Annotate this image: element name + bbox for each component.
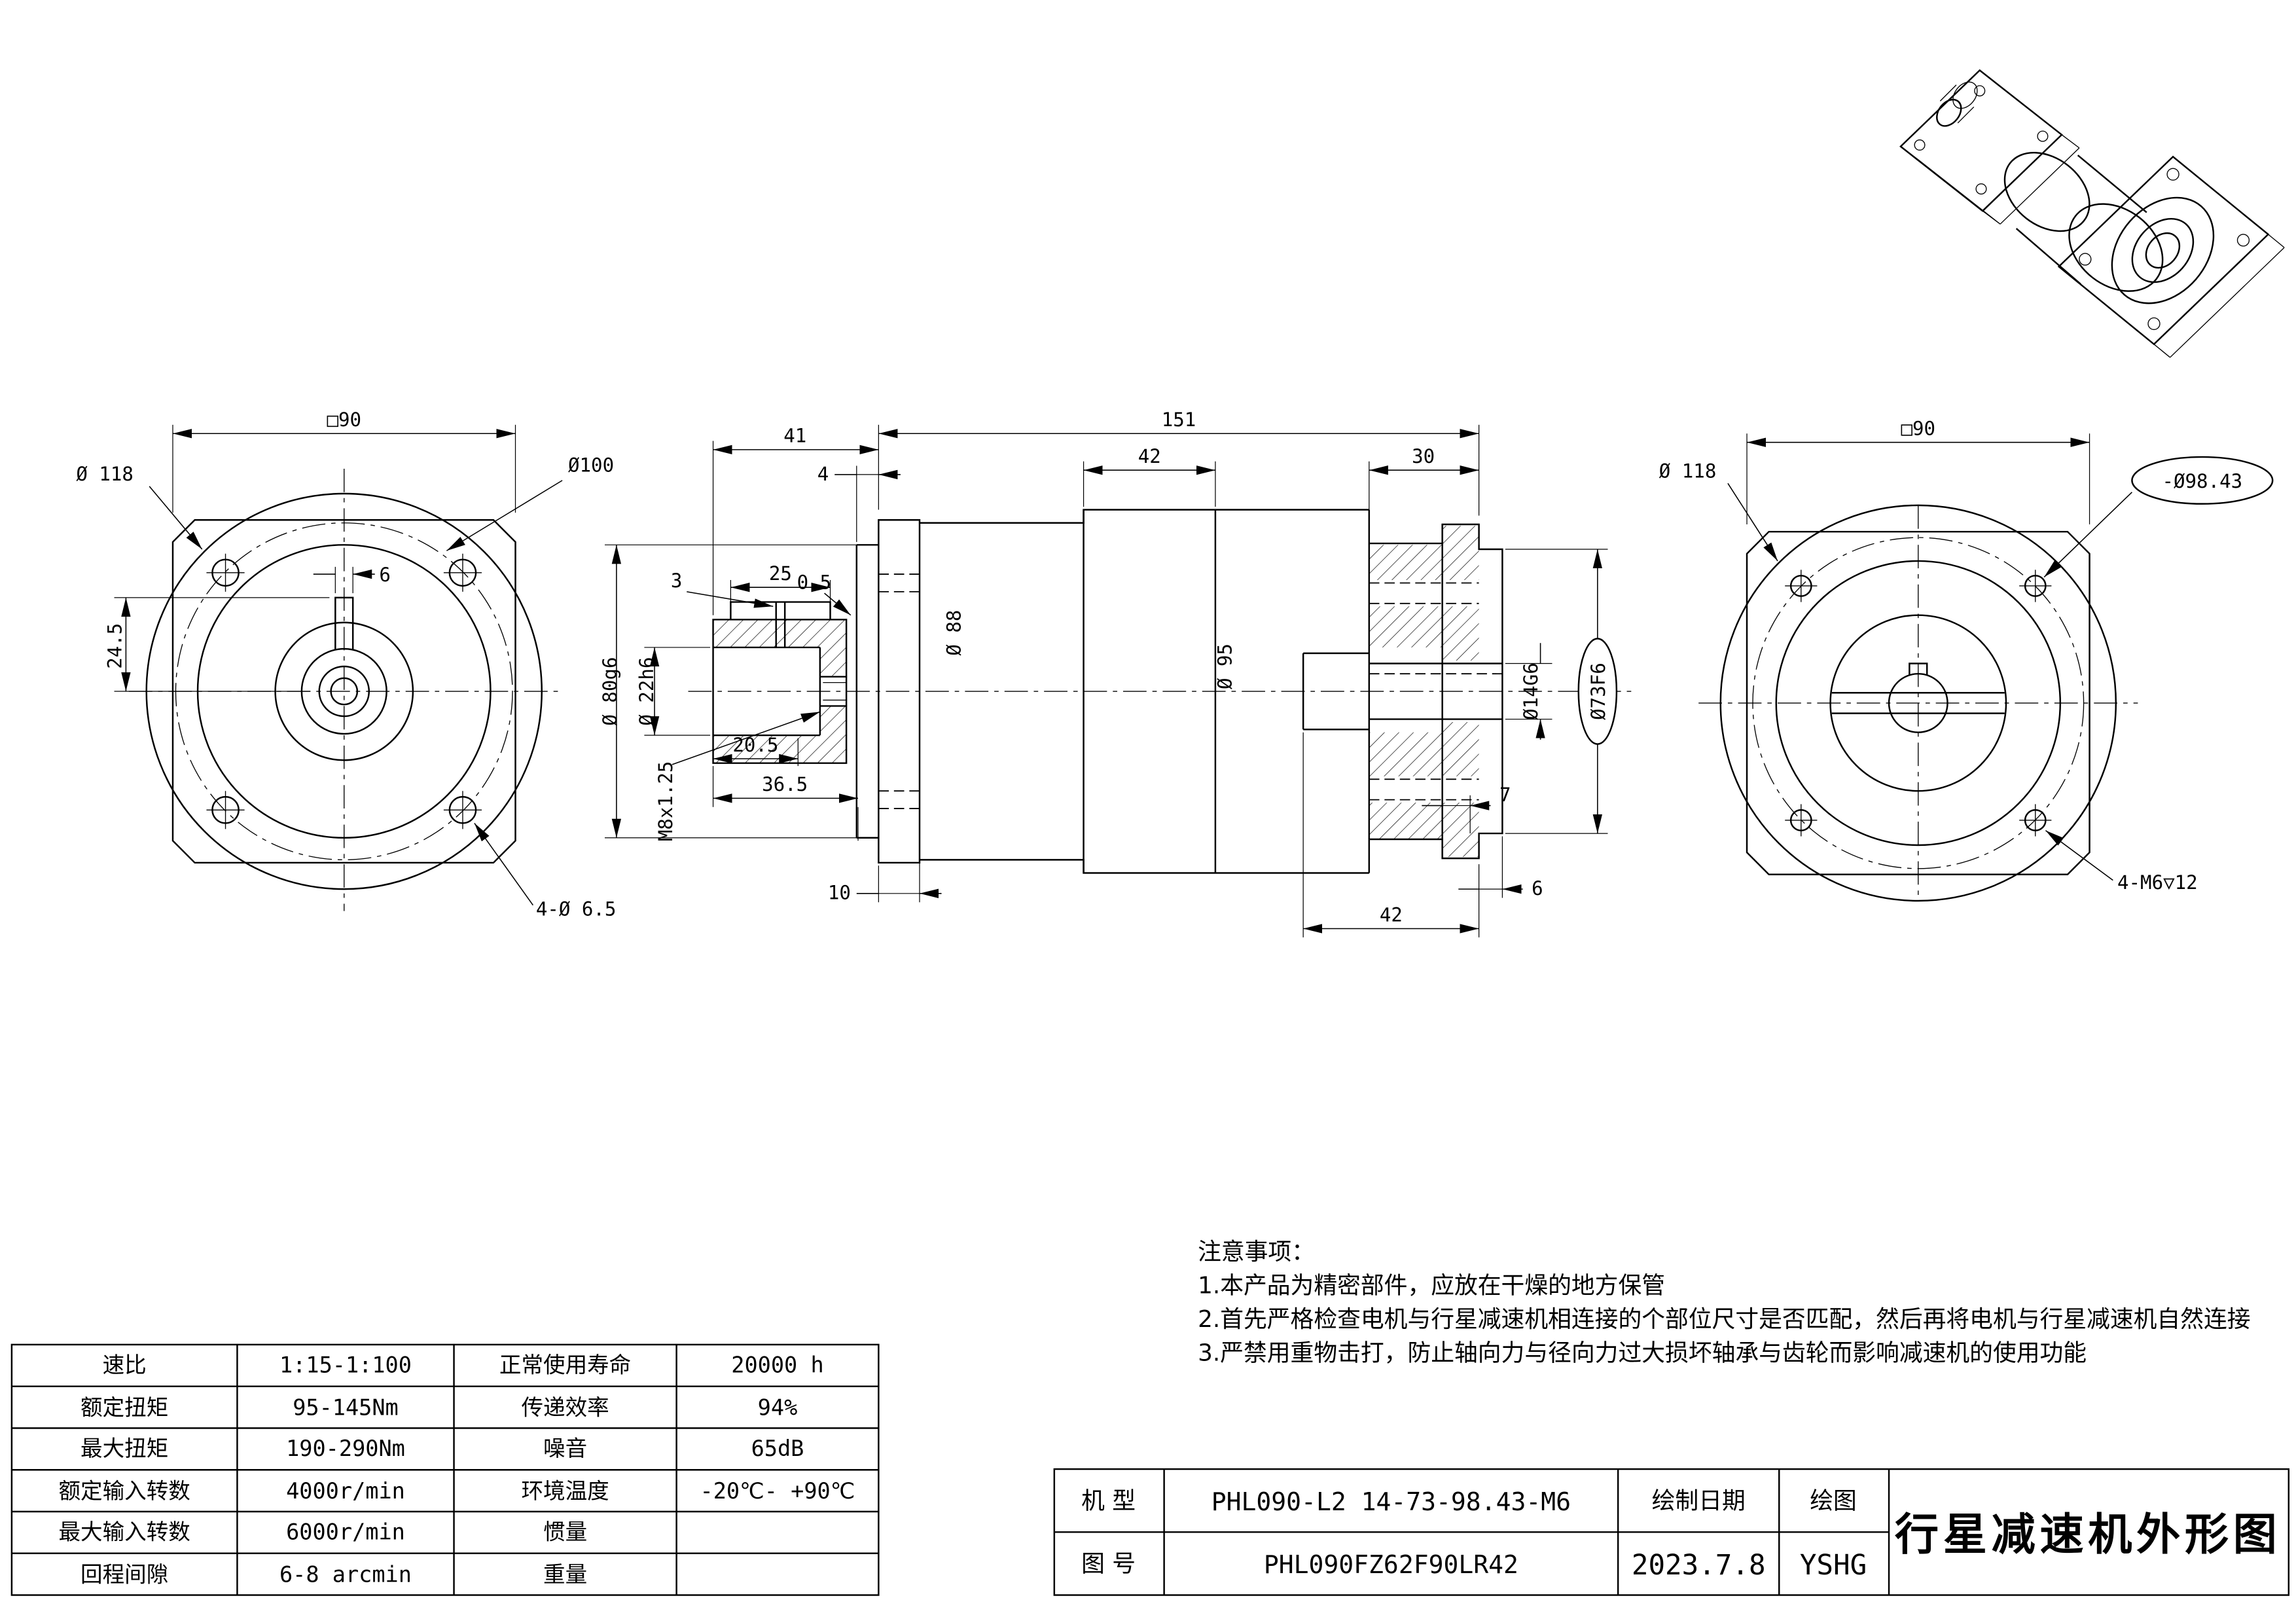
spec-cell: 6-8 arcmin [279,1561,412,1587]
dim-side-30: 30 [1412,445,1435,467]
dim-back-square: □90 [1901,418,1936,440]
spec-cell: 额定输入转数 [59,1478,190,1504]
notes-line-3: 3.严禁用重物击打，防止轴向力与径向力过大损坏轴承与齿轮而影响减速机的使用功能 [1198,1340,2087,1367]
dim-side-36-5: 36.5 [762,773,808,795]
spec-table: 速比 1:15-1:100 正常使用寿命 20000 h 额定扭矩 95-145… [10,1343,880,1596]
dim-side-151: 151 [1162,409,1196,431]
spec-cell: 回程间隙 [81,1561,168,1587]
balloon-d73 [1577,638,1618,745]
dim-back-holes: 4-M6▽12 [2117,871,2198,894]
dim-back-d118: Ø 118 [1659,460,1717,482]
date-label: 绘制日期 [1652,1488,1746,1515]
spec-cell: 6000r/min [286,1519,405,1545]
spec-cell: 94% [758,1394,798,1420]
date-value: 2023.7.8 [1632,1550,1766,1582]
back-bolt-holes [1785,570,2052,837]
spec-cell: 190-290Nm [286,1436,405,1461]
spec-cell: 传递效率 [521,1394,609,1420]
spec-cell: 最大扭矩 [81,1436,168,1461]
dim-front-keyway-width: 6 [379,564,391,586]
draw-label: 绘图 [1810,1488,1857,1515]
dim-side-42-top: 42 [1138,445,1161,467]
dim-front-d100: Ø100 [568,454,614,476]
dim-side-m8: M8x1.25 [655,761,677,842]
front-corner-holes [206,553,482,829]
isometric-view [1899,69,2285,358]
author-value: YSHG [1800,1550,1867,1582]
notes: 注意事项： 1.本产品为精密部件，应放在干燥的地方保管 2.首先严格检查电机与行… [1198,1239,2250,1366]
dim-side-d80: Ø 80g6 [599,657,621,726]
spec-cell: 环境温度 [521,1478,609,1504]
drawing-title: 行星减速机外形图 [1895,1509,2282,1560]
spec-cell: 20000 h [731,1352,823,1377]
dim-side-3: 3 [671,570,683,592]
dim-side-25: 25 [769,562,792,585]
spec-cell: 65dB [751,1436,804,1461]
dim-front-square: □90 [327,409,361,431]
dim-side-d14: Ø14G6 [1520,663,1542,720]
spec-cell: 惯量 [543,1519,587,1545]
dim-side-d22: Ø 22h6 [636,657,658,726]
front-view: □90 Ø 118 Ø100 6 24.5 4-Ø 6.5 [76,409,616,920]
dim-side-20-5: 20.5 [732,734,778,756]
dim-side-10: 10 [828,882,851,904]
notes-line-2: 2.首先严格检查电机与行星减速机相连接的个部位尺寸是否匹配，然后再将电机与行星减… [1198,1306,2250,1333]
spec-cell: 1:15-1:100 [279,1352,412,1377]
dim-side-0-5: 0.5 [797,571,832,593]
dim-back-d9843: -Ø98.43 [2162,470,2243,492]
notes-title: 注意事项： [1198,1239,1315,1265]
spec-cell: 95-145Nm [293,1394,399,1420]
dim-front-holes: 4-Ø 6.5 [536,898,617,920]
dim-side-6: 6 [1532,877,1543,899]
clamp-slot [1831,692,2005,714]
keyway-slot [334,596,354,651]
balloon-d9843 [2131,456,2274,505]
dim-side-d88: Ø 88 [943,610,965,656]
drawing-no-value: PHL090FZ62F90LR42 [1264,1550,1518,1579]
keyway-slot [1909,663,1928,676]
spec-cell: 噪音 [543,1436,587,1461]
model-value: PHL090-L2 14-73-98.43-M6 [1211,1487,1571,1516]
dim-front-24-5: 24.5 [104,623,126,669]
drawing-no-label: 图 号 [1081,1551,1136,1578]
spec-cell: 额定扭矩 [81,1394,168,1420]
dim-side-41b: 41 [783,425,806,447]
spec-cell: 重量 [543,1561,587,1587]
title-block: 机 型 PHL090-L2 14-73-98.43-M6 绘制日期 绘图 图 号… [1053,1468,2290,1596]
dim-front-d118: Ø 118 [76,463,134,485]
notes-line-1: 1.本产品为精密部件，应放在干燥的地方保管 [1198,1273,1665,1299]
dim-side-d95: Ø 95 [1214,644,1236,689]
dim-side-d73: Ø73F6 [1587,663,1609,720]
spec-cell: 最大输入转数 [59,1519,190,1545]
spec-cell: 正常使用寿命 [499,1352,631,1377]
back-view: □90 Ø 118 -Ø98.43 4-M6▽12 [1659,418,2274,902]
spec-cell: -20℃- +90℃ [700,1478,855,1504]
dim-side-4: 4 [817,463,829,485]
dim-side-42-bottom: 42 [1380,903,1403,926]
side-section-view: 151 41 4 42 30 25 3 0.5 Ø 88 Ø 95 Ø 80g6… [599,409,1638,937]
spec-cell: 速比 [103,1352,147,1377]
dim-side-7: 7 [1499,784,1511,806]
model-label: 机 型 [1081,1488,1136,1515]
spec-cell: 4000r/min [286,1478,405,1504]
